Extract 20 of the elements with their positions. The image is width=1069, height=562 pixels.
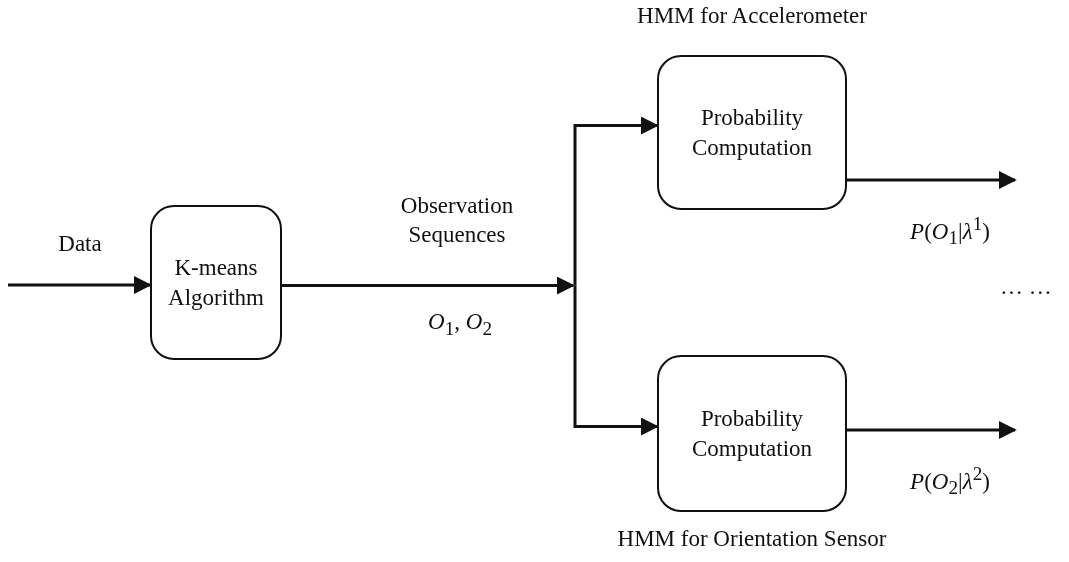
- edge-label: Data: [58, 230, 102, 258]
- box-label: K-means Algorithm: [167, 253, 265, 312]
- arrow: [573, 116, 659, 286]
- process-box: [150, 205, 282, 360]
- model-caption: HMM for Accelerometer: [637, 2, 867, 30]
- process-box: [657, 355, 847, 512]
- arrow: [847, 171, 1017, 189]
- arrow: [282, 276, 575, 295]
- edge-label: Observation Sequences: [399, 192, 515, 249]
- arrow: [8, 276, 152, 294]
- box-label: Probability Computation: [690, 404, 814, 463]
- edge-label: P(O$_{1}$|λ$^{1}$): [910, 212, 990, 251]
- box-label: Probability Computation: [690, 103, 814, 162]
- ellipsis-note: … …: [1000, 273, 1052, 301]
- arrow: [847, 421, 1017, 439]
- edge-label: O$_{1}$, O$_{2}$: [428, 308, 492, 341]
- arrow: [573, 285, 659, 436]
- model-caption: HMM for Orientation Sensor: [617, 525, 887, 553]
- process-box: [657, 55, 847, 210]
- edge-label: P(O$_{2}$|λ$^{2}$): [910, 462, 990, 501]
